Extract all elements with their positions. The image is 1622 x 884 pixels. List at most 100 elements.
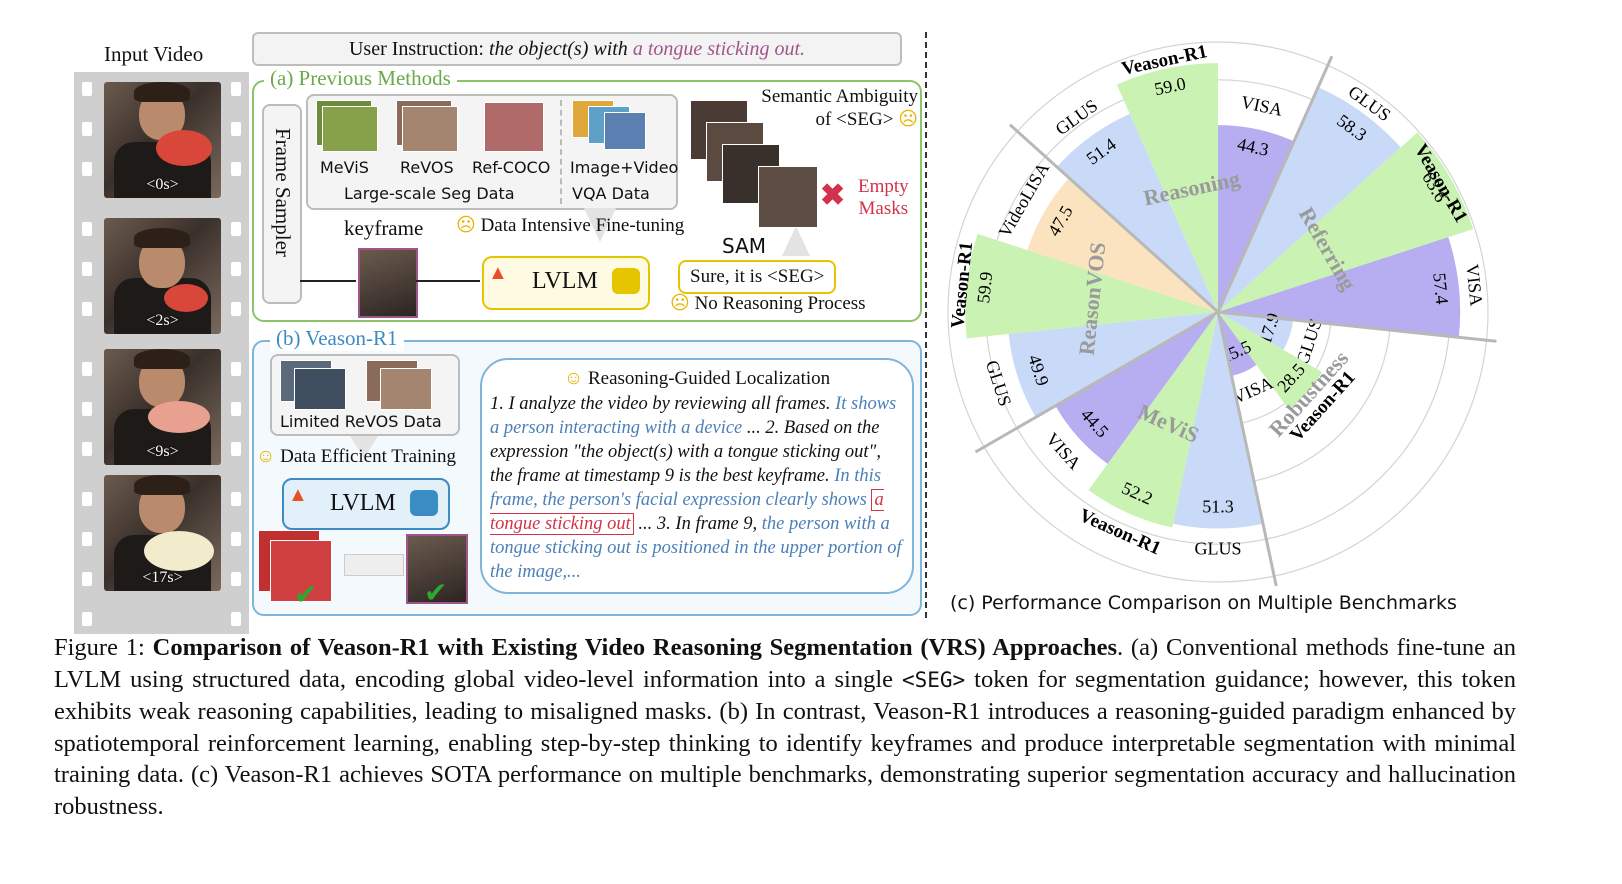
polar-bar bbox=[1218, 87, 1401, 312]
polar-bar bbox=[1218, 312, 1257, 376]
selected-keyframe bbox=[406, 534, 468, 604]
red-x-icon: ✖ bbox=[820, 179, 846, 212]
ambiguity-line2: of <SEG> ☹ bbox=[815, 109, 918, 130]
bar-value-label: 57.4 bbox=[1429, 272, 1452, 305]
crying-emoji-icon: ☹ bbox=[456, 215, 476, 236]
video-frame-0s: <0s> bbox=[104, 82, 221, 198]
fire-icon: ▲ bbox=[488, 262, 508, 284]
polar-bar-chart: 51.4GLUS59.0Veason-R144.3VISA58.3GLUS63.… bbox=[947, 41, 1497, 587]
efficient-text: Data Efficient Training bbox=[280, 446, 457, 467]
bar-model-label: GLUS bbox=[1194, 539, 1241, 559]
seg-response: Sure, it is <SEG> bbox=[678, 260, 837, 294]
dataset-refcoco: Ref-COCO bbox=[472, 158, 551, 177]
vqa-data-label: VQA Data bbox=[572, 184, 650, 203]
panel-a-title: (a) Previous Methods bbox=[264, 66, 457, 91]
bar-model-label: VISA bbox=[1462, 263, 1486, 307]
keyframe-image bbox=[358, 248, 418, 318]
crying-emoji-icon: ☹ bbox=[898, 109, 918, 130]
polar-bar bbox=[1218, 312, 1294, 350]
seg-data-label: Large-scale Seg Data bbox=[344, 184, 515, 203]
sam-label: SAM bbox=[722, 234, 767, 258]
bar-model-label: GLUS bbox=[982, 358, 1016, 409]
frame-sampler-label: Frame Sampler bbox=[271, 128, 295, 257]
up-arrow-icon bbox=[782, 226, 810, 256]
instruction-prefix: User Instruction: bbox=[348, 38, 489, 60]
polar-bar bbox=[1116, 63, 1218, 312]
bar-model-label: VISA bbox=[1239, 92, 1284, 120]
reasoning-title: ☺ Reasoning-Guided Localization bbox=[563, 368, 831, 389]
robot-icon bbox=[410, 490, 438, 516]
reasoning-bubble: ☺ Reasoning-Guided Localization 1. I ana… bbox=[480, 358, 914, 594]
smile-emoji-icon: ☺ bbox=[256, 446, 276, 467]
robot-icon bbox=[612, 268, 640, 294]
polar-bar bbox=[1008, 312, 1218, 418]
polar-bar bbox=[1218, 125, 1295, 312]
keyframe-to-lvlm-arrow bbox=[416, 280, 480, 282]
instruction-highlight: a tongue sticking out. bbox=[632, 38, 806, 60]
video-frame-2s: <2s> bbox=[104, 218, 221, 334]
bar-value-label: 51.3 bbox=[1202, 497, 1234, 517]
dataset-revos: ReVOS bbox=[400, 158, 454, 177]
limited-data-box: Limited ReVOS Data bbox=[270, 354, 460, 436]
input-video-title: Input Video bbox=[104, 42, 204, 66]
video-frame-17s: <17s> bbox=[104, 475, 221, 591]
frame-timestamp: <2s> bbox=[146, 312, 179, 329]
polar-ring bbox=[947, 41, 1489, 583]
check-icon: ✔ bbox=[424, 578, 448, 609]
panel-b-title: (b) Veason-R1 bbox=[270, 326, 404, 351]
sampler-to-keyframe-arrow bbox=[300, 280, 356, 282]
efficient-label: ☺ Data Efficient Training bbox=[256, 446, 456, 468]
chart-caption: (c) Performance Comparison on Multiple B… bbox=[950, 592, 1457, 614]
video-frame-9s: <9s> bbox=[104, 349, 221, 465]
user-instruction: User Instruction: the object(s) with a t… bbox=[252, 32, 902, 66]
polar-bar bbox=[1173, 312, 1263, 529]
lvlm-box-a: ▲ LVLM bbox=[482, 256, 650, 310]
no-reasoning-label: ☹ No Reasoning Process bbox=[670, 292, 866, 315]
film-strip: <0s> <2s> <9s> <17s> bbox=[74, 72, 249, 634]
crying-emoji-icon: ☹ bbox=[670, 293, 690, 314]
dataset-mevis: MeViS bbox=[320, 158, 369, 177]
fire-icon: ▲ bbox=[288, 484, 308, 506]
ambiguity-label: Semantic Ambiguity of <SEG> ☹ bbox=[748, 86, 918, 131]
group-separator bbox=[1217, 310, 1497, 343]
check-icon: ✔ bbox=[294, 580, 318, 611]
group-separator bbox=[1008, 123, 1220, 314]
frame-timestamp: <17s> bbox=[142, 569, 183, 586]
left-arrow-icon bbox=[344, 554, 404, 576]
polar-bar bbox=[965, 233, 1218, 339]
panel-previous-methods: (a) Previous Methods Frame Sampler MeViS… bbox=[252, 66, 922, 322]
ambiguity-line1: Semantic Ambiguity bbox=[761, 86, 918, 107]
keyframe-label: keyframe bbox=[344, 216, 424, 240]
frame-timestamp: <9s> bbox=[146, 443, 179, 460]
group-separator bbox=[1216, 311, 1278, 587]
highlight-phrase: a tongue sticking out bbox=[490, 489, 884, 535]
limited-data-label: Limited ReVOS Data bbox=[280, 412, 442, 431]
vertical-divider bbox=[925, 32, 927, 618]
bar-model-label: GLUS bbox=[1052, 95, 1102, 139]
instruction-italic: the object(s) with bbox=[488, 38, 633, 60]
finetune-label: ☹ Data Intensive Fine-tuning bbox=[456, 214, 684, 237]
lvlm-box-b: ▲ LVLM bbox=[282, 478, 450, 530]
polar-bar bbox=[1218, 132, 1474, 312]
polar-bar bbox=[1218, 312, 1323, 410]
smile-emoji-icon: ☺ bbox=[563, 368, 584, 389]
polar-bar bbox=[1027, 177, 1218, 312]
dataset-image-video: Image+Video bbox=[570, 158, 679, 177]
polar-bar bbox=[1218, 237, 1461, 338]
polar-bar bbox=[1056, 113, 1218, 312]
figure-caption: Figure 1: Comparison of Veason-R1 with E… bbox=[54, 634, 1516, 820]
lvlm-label: LVLM bbox=[330, 490, 396, 516]
group-separator bbox=[1216, 55, 1334, 313]
finetune-text: Data Intensive Fine-tuning bbox=[480, 215, 685, 236]
panel-veason-r1: (b) Veason-R1 Limited ReVOS Data ☺ Data … bbox=[252, 326, 922, 616]
frame-sampler-box: Frame Sampler bbox=[262, 104, 302, 304]
no-reasoning-text: No Reasoning Process bbox=[694, 293, 866, 314]
reasoning-text: 1. I analyze the video by reviewing all … bbox=[490, 394, 902, 582]
down-arrow-icon bbox=[350, 436, 378, 458]
lvlm-label: LVLM bbox=[532, 268, 598, 294]
polar-bar bbox=[1088, 312, 1218, 528]
bar-value-label: 59.9 bbox=[973, 271, 996, 304]
frame-timestamp: <0s> bbox=[146, 176, 179, 193]
down-arrow-icon bbox=[584, 208, 616, 242]
